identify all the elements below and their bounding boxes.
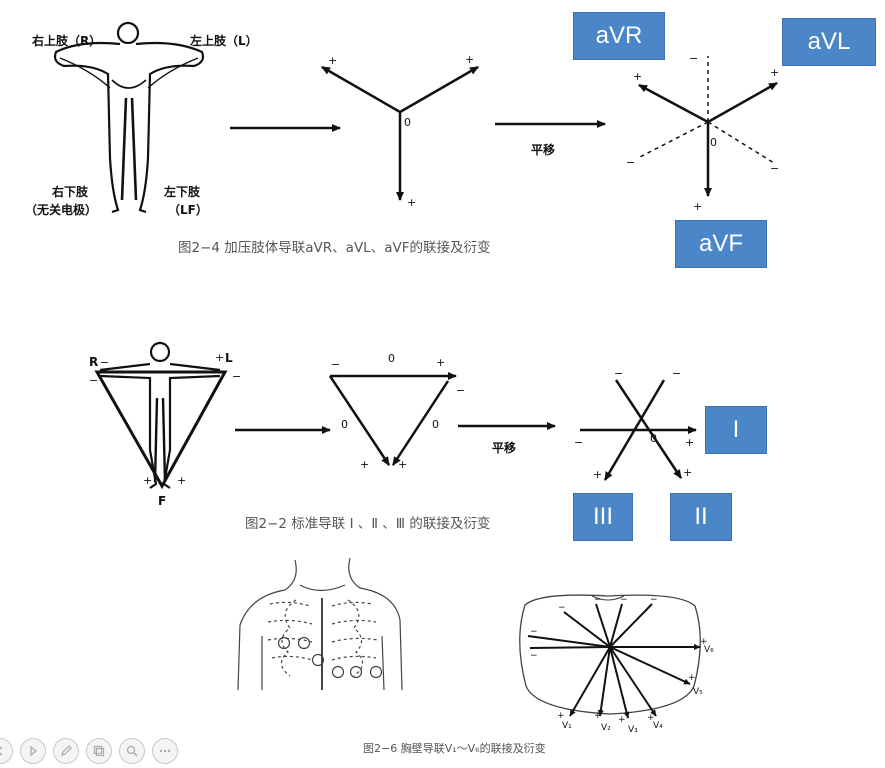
chest-cross-section: V₁ V₂ V₃ V₄ V₅ V₆ + + + + + + − − − − − … — [519, 594, 714, 735]
callout-avr: aVR — [573, 12, 665, 60]
std2-plus-1: + — [685, 436, 694, 449]
pen-icon — [61, 745, 72, 756]
std-label-R-minus-2: − — [89, 374, 98, 387]
std-label-L: L — [225, 351, 233, 365]
v-minus-5: − — [530, 627, 538, 637]
aug2-zero: 0 — [710, 136, 717, 149]
label-left-leg: 左下肢 — [163, 184, 201, 199]
aug2-minus-f: − — [689, 52, 698, 65]
slideshow-toolbar — [0, 738, 178, 764]
body-figure-aug — [53, 21, 205, 214]
caption-fig-2-6: 图2−6 胸壁导联V₁～V₆的联接及衍变 — [363, 741, 546, 755]
prev-icon — [0, 746, 3, 756]
aug2-plus-r: + — [633, 70, 642, 83]
figure-2-4: 右上肢（R） 左上肢（L） 右下肢 （无关电极） 左下肢 （LF） 0 + + … — [25, 21, 779, 256]
std-label-R-minus: − — [100, 356, 109, 369]
v6-plus: + — [700, 637, 708, 647]
aug2-minus-l: − — [770, 162, 779, 175]
std2-minus-3: − — [574, 436, 583, 449]
caption-fig-2-2: 图2−2 标准导联 Ⅰ 、Ⅱ 、Ⅲ 的联接及衍变 — [245, 515, 490, 532]
shift-label-aug: 平移 — [531, 142, 555, 157]
v-minus-3: − — [594, 595, 602, 605]
tri-plus-bottom-1: + — [360, 458, 369, 471]
tri-minus-right: − — [456, 384, 465, 397]
zoom-icon — [126, 745, 138, 757]
label-right-arm: 右上肢（R） — [31, 33, 101, 48]
v-minus-2: − — [620, 595, 628, 605]
v1-plus: + — [557, 711, 565, 721]
more-icon — [159, 749, 171, 753]
callout-avl: aVL — [782, 18, 876, 66]
v4-plus: + — [647, 713, 655, 723]
more-button[interactable] — [152, 738, 178, 764]
figure-2-6: V₁ V₂ V₃ V₄ V₅ V₆ + + + + + + − − − − − … — [237, 557, 714, 755]
callout-lead-i: I — [705, 406, 767, 454]
tri-zero-left: 0 — [341, 418, 348, 431]
callout-avf: aVF — [675, 220, 767, 268]
std-label-F-plus-1: + — [143, 474, 152, 487]
figure-2-2: R − − + L − + + F 0 0 0 − + − + + 平移 0 −… — [89, 341, 697, 532]
std2-minus-2: − — [672, 367, 681, 380]
v3-label: V₃ — [628, 725, 638, 735]
std2-plus-2: + — [593, 468, 602, 481]
next-slide-button[interactable] — [20, 738, 46, 764]
body-figure-std — [94, 341, 228, 490]
caption-fig-2-4: 图2−4 加压肢体导联aVR、aVL、aVF的联接及衍变 — [178, 239, 490, 256]
prev-slide-button[interactable] — [0, 738, 13, 764]
callout-lead-iii: III — [573, 493, 633, 541]
v2-label: V₂ — [601, 723, 611, 733]
label-left-arm: 左上肢（L） — [189, 33, 258, 48]
next-icon — [30, 745, 38, 757]
aug2-minus-r: − — [626, 156, 635, 169]
label-right-leg-note: （无关电极） — [25, 202, 97, 217]
aug-plus-r: + — [328, 54, 337, 67]
v-minus-1: − — [650, 595, 658, 605]
v4-label: V₄ — [653, 721, 663, 731]
aug2-plus-f: + — [693, 200, 702, 213]
tri-plus-bottom-2: + — [398, 458, 407, 471]
v3-plus: + — [618, 715, 626, 725]
aug-zero: 0 — [404, 116, 411, 129]
v1-label: V₁ — [562, 721, 572, 731]
v2-plus: + — [594, 711, 602, 721]
std-triangle — [328, 372, 457, 466]
aug-plus-l: + — [465, 53, 474, 66]
v5-plus: + — [688, 673, 696, 683]
std-label-L-minus: − — [232, 370, 241, 383]
tri-zero-top: 0 — [388, 352, 395, 365]
pen-button[interactable] — [53, 738, 79, 764]
std-label-F-plus-2: + — [177, 474, 186, 487]
std2-minus-1: − — [614, 367, 623, 380]
std2-zero: 0 — [650, 432, 657, 445]
v5-label: V₅ — [693, 687, 703, 697]
shift-label-std: 平移 — [492, 440, 516, 455]
label-left-leg-note: （LF） — [168, 202, 208, 217]
std-label-R: R — [89, 355, 98, 369]
aug2-plus-l: + — [770, 66, 779, 79]
v6-label: V₆ — [704, 645, 714, 655]
std2-plus-3: + — [683, 466, 692, 479]
tri-zero-right: 0 — [432, 418, 439, 431]
tri-minus-left: − — [331, 358, 340, 371]
label-right-leg: 右下肢 — [51, 184, 89, 199]
std-label-L-plus: + — [215, 351, 224, 364]
zoom-button[interactable] — [119, 738, 145, 764]
v-minus-6: − — [530, 651, 538, 661]
slides-button[interactable] — [86, 738, 112, 764]
aug-lead-star — [321, 65, 479, 201]
aug-lead-shifted — [637, 56, 778, 197]
slides-icon — [93, 745, 105, 757]
chest-sketch — [237, 557, 403, 691]
tri-plus-right: + — [436, 356, 445, 369]
aug-plus-f: + — [407, 196, 416, 209]
v-minus-4: − — [558, 603, 566, 613]
std-label-F: F — [158, 494, 166, 508]
callout-lead-ii: II — [670, 493, 732, 541]
std-lead-shifted — [580, 379, 697, 481]
